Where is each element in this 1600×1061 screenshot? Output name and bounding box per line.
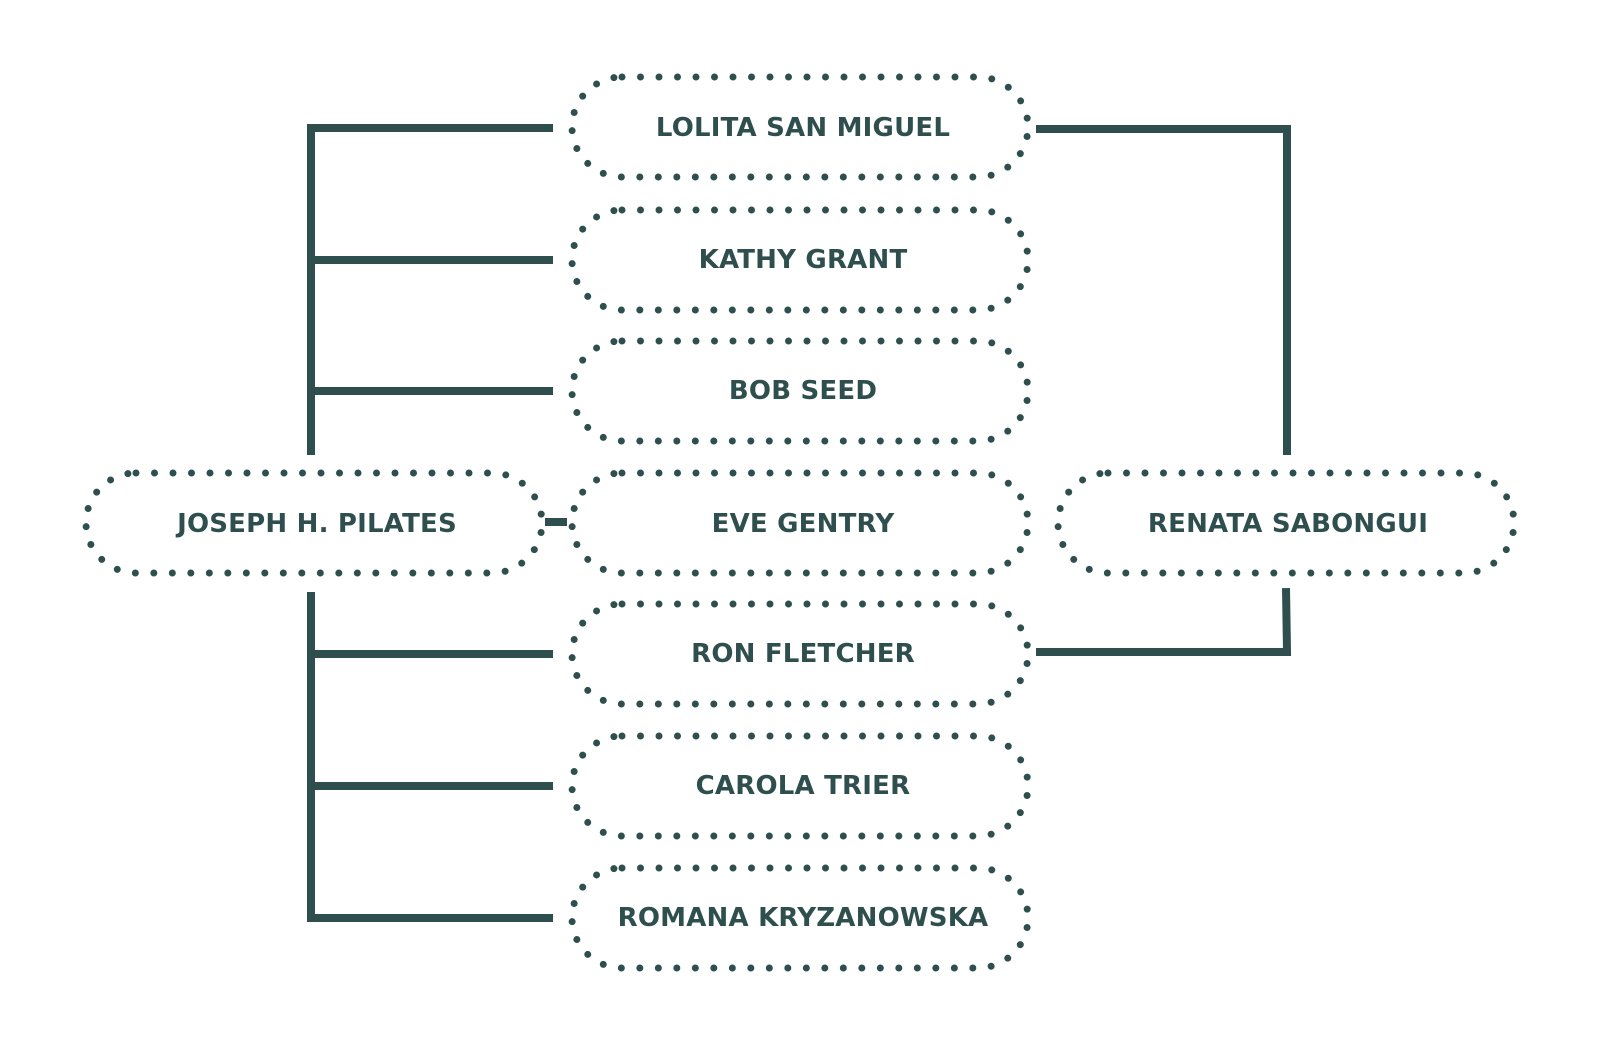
connector-lolita-renata [1036, 125, 1291, 455]
node-renata-label: RENATA SABONGUI [1148, 509, 1428, 539]
node-kathy: KATHY GRANT [568, 206, 1032, 314]
node-renata: RENATA SABONGUI [1054, 469, 1518, 577]
node-joseph-label: JOSEPH H. PILATES [175, 509, 457, 539]
connectors [307, 124, 1292, 922]
node-ron: RON FLETCHER [568, 600, 1032, 708]
node-bob: BOB SEED [568, 337, 1032, 445]
node-eve-label: EVE GENTRY [712, 509, 896, 539]
node-lolita-label: LOLITA SAN MIGUEL [656, 113, 950, 143]
node-bob-label: BOB SEED [729, 376, 877, 406]
node-kathy-label: KATHY GRANT [699, 245, 908, 275]
node-ron-label: RON FLETCHER [691, 639, 915, 669]
node-lolita: LOLITA SAN MIGUEL [568, 73, 1032, 181]
node-carola-label: CAROLA TRIER [696, 771, 911, 801]
node-joseph: JOSEPH H. PILATES [82, 469, 546, 577]
node-romana: ROMANA KRYZANOWSKA [568, 864, 1032, 972]
node-eve: EVE GENTRY [568, 469, 1032, 577]
connector-ron-renata [1036, 587, 1292, 656]
node-carola: CAROLA TRIER [568, 732, 1032, 840]
node-romana-label: ROMANA KRYZANOWSKA [618, 903, 989, 933]
